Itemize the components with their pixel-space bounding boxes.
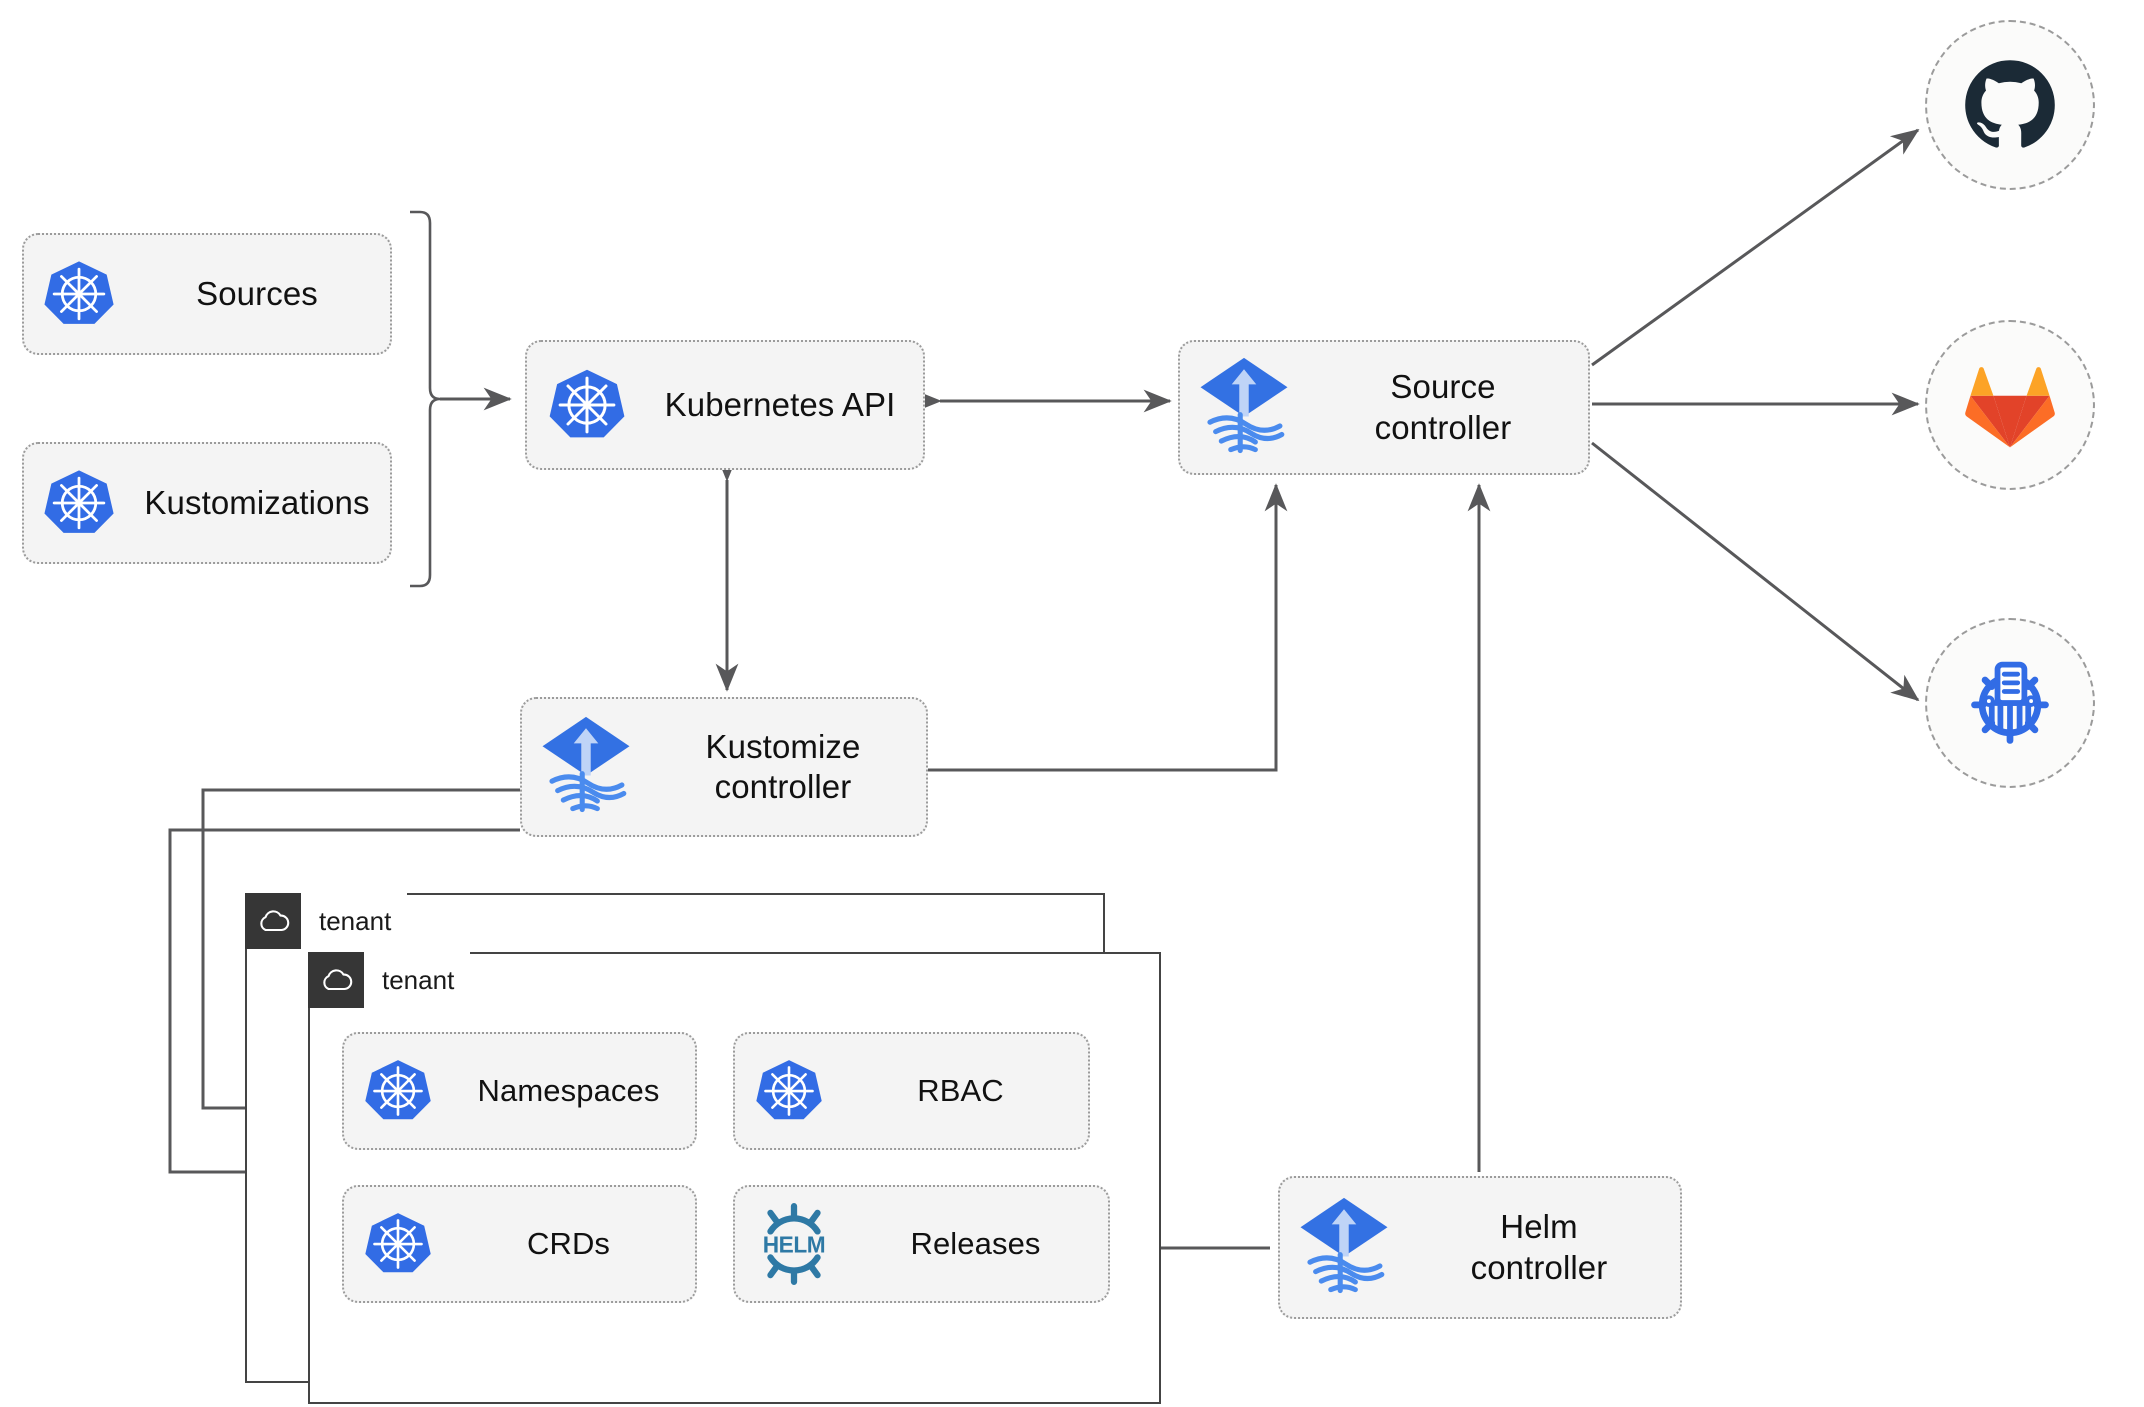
- group-bracket: [410, 210, 441, 588]
- helm-icon: HELM: [735, 1190, 853, 1298]
- kubernetes-icon: [344, 1192, 452, 1296]
- flux-icon: [1180, 346, 1308, 470]
- tenant-panel-2[interactable]: [308, 952, 1161, 1404]
- endpoint-github[interactable]: [1925, 20, 2095, 190]
- card-label: Sources: [196, 274, 318, 312]
- card-crds[interactable]: CRDs: [342, 1185, 697, 1303]
- flux-icon: [1280, 1186, 1408, 1310]
- card-label: Namespaces: [477, 1073, 660, 1109]
- tenant-header-2: tenant: [308, 952, 471, 1008]
- endpoint-gitlab[interactable]: [1925, 320, 2095, 490]
- tenant-label: tenant: [364, 952, 471, 1008]
- card-label: Releases: [910, 1226, 1041, 1262]
- edge-source-to-github: [1591, 128, 1920, 367]
- helm-repository-icon: [1971, 661, 2049, 744]
- cloud-icon: [245, 893, 301, 949]
- gitlab-icon: [1965, 367, 2055, 448]
- card-namespaces[interactable]: Namespaces: [342, 1032, 697, 1150]
- kubernetes-icon: [527, 345, 647, 465]
- kubernetes-icon: [735, 1039, 843, 1143]
- edge-source-to-helm-repo: [1591, 441, 1920, 702]
- card-kustomizations[interactable]: Kustomizations: [22, 442, 392, 564]
- card-sources[interactable]: Sources: [22, 233, 392, 355]
- card-label: Kubernetes API: [664, 385, 896, 423]
- flux-icon: [522, 705, 650, 829]
- card-label: CRDs: [526, 1226, 611, 1262]
- card-label: Kustomize controller: [705, 727, 861, 805]
- card-helm-controller[interactable]: Helm controller: [1278, 1176, 1682, 1319]
- kubernetes-icon: [344, 1039, 452, 1143]
- card-label: Helm controller: [1470, 1208, 1608, 1286]
- card-source-controller[interactable]: Source controller: [1178, 340, 1590, 475]
- edge-kustomize-to-source: [928, 483, 1288, 772]
- card-rbac[interactable]: RBAC: [733, 1032, 1090, 1150]
- card-label: RBAC: [917, 1073, 1004, 1109]
- card-label: Kustomizations: [144, 483, 370, 521]
- card-kubernetes-api[interactable]: Kubernetes API: [525, 340, 925, 470]
- tenant-header-1: tenant: [245, 893, 408, 949]
- kubernetes-icon: [24, 239, 134, 349]
- card-releases[interactable]: HELM Releases: [733, 1185, 1110, 1303]
- github-icon: [1965, 60, 2055, 148]
- endpoint-helm-repository[interactable]: [1925, 618, 2095, 788]
- kubernetes-icon: [24, 448, 134, 558]
- card-kustomize-controller[interactable]: Kustomize controller: [520, 697, 928, 837]
- tenant-label: tenant: [301, 893, 408, 949]
- card-label: Source controller: [1374, 368, 1512, 446]
- svg-text:HELM: HELM: [763, 1231, 826, 1257]
- cloud-icon: [308, 952, 364, 1008]
